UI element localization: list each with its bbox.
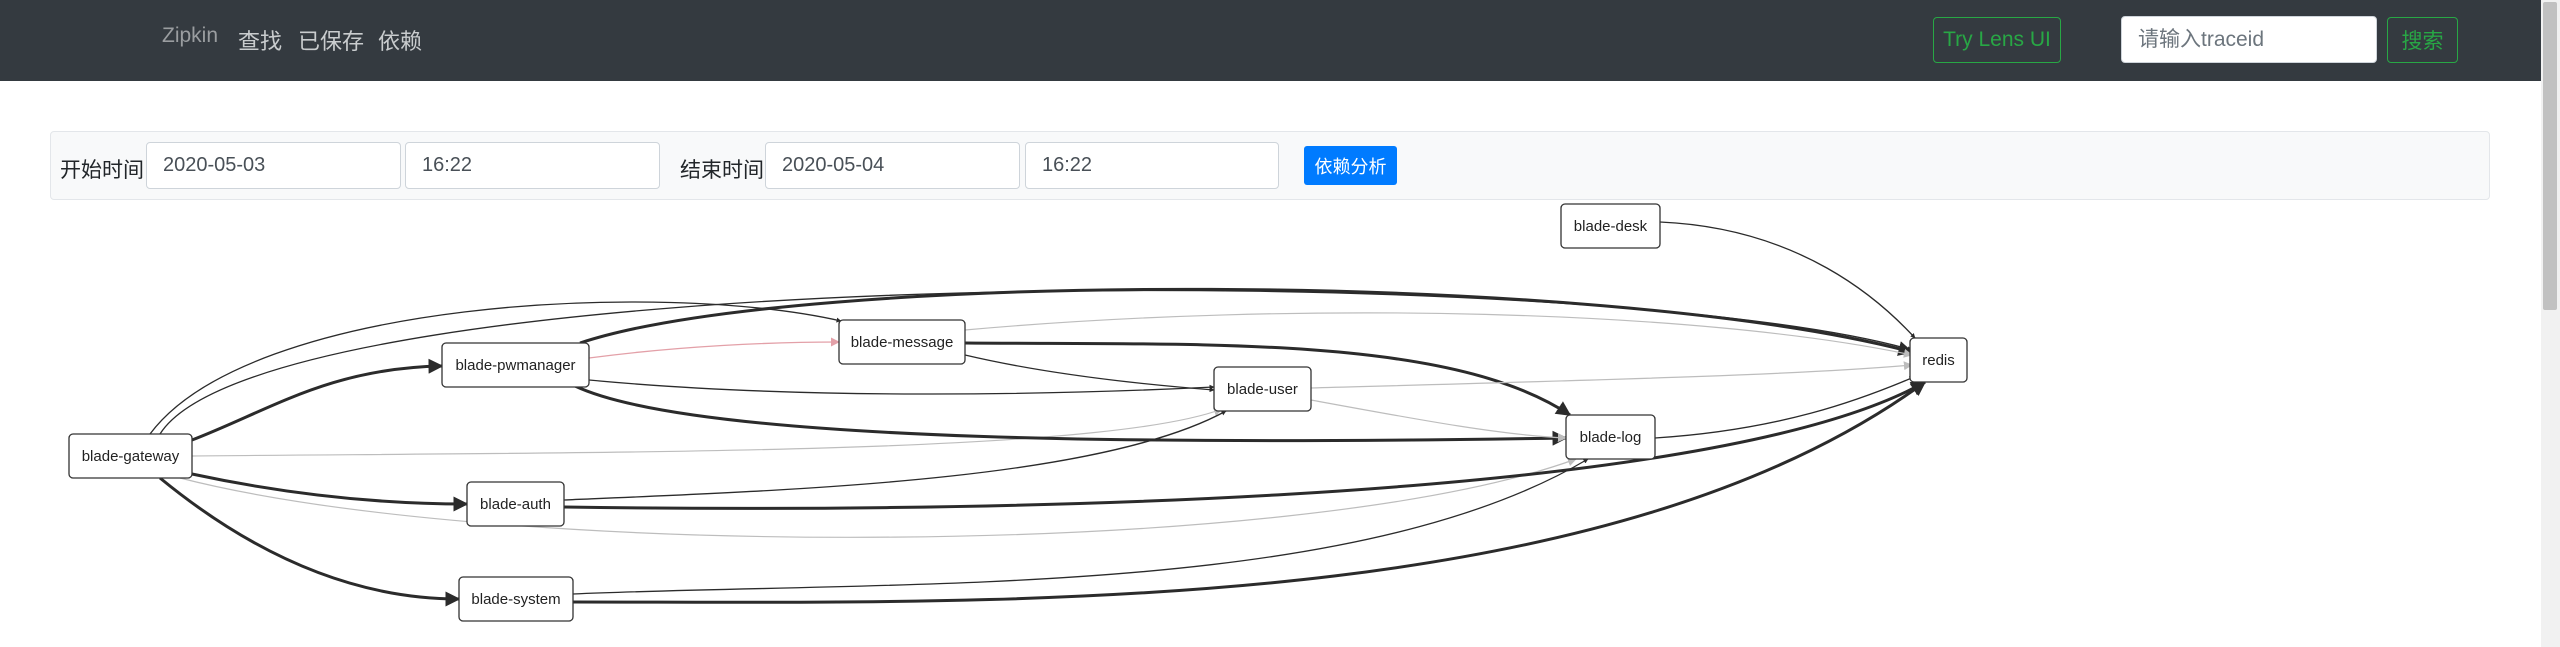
scrollbar-thumb[interactable] — [2543, 2, 2557, 310]
node-label: redis — [1922, 352, 1955, 369]
edge-blade-gateway-to-blade-log[interactable] — [179, 457, 1577, 538]
end-date-input[interactable] — [765, 142, 1020, 189]
edge-blade-pwmanager-to-blade-log[interactable] — [574, 384, 1568, 446]
edge-blade-pwmanager-to-redis[interactable] — [579, 287, 1914, 356]
service-nodes: blade-desk blade-message blade-pwmanager re… — [68, 203, 1968, 622]
node-blade-pwmanager[interactable]: blade-pwmanager — [441, 342, 590, 388]
edge-blade-desk-to-redis[interactable] — [1659, 221, 1916, 339]
edge-blade-gateway-to-blade-system[interactable] — [159, 476, 461, 607]
node-label: blade-system — [471, 591, 560, 608]
edge-blade-user-to-redis[interactable] — [1310, 361, 1913, 389]
node-blade-message[interactable]: blade-message — [838, 319, 966, 365]
dependency-analysis-button[interactable]: 依赖分析 — [1304, 146, 1397, 185]
start-date-input[interactable] — [146, 142, 401, 189]
navbar: Zipkin 查找 已保存 依赖 Try Lens UI 搜索 — [0, 0, 2560, 81]
node-label: blade-desk — [1574, 218, 1648, 235]
node-redis[interactable]: redis — [1909, 337, 1968, 383]
edge-blade-log-to-redis[interactable] — [1654, 376, 1915, 439]
node-blade-gateway[interactable]: blade-gateway — [68, 433, 193, 479]
traceid-search-input[interactable] — [2121, 16, 2377, 63]
node-blade-auth[interactable]: blade-auth — [466, 481, 565, 527]
edge-blade-auth-to-blade-user[interactable] — [563, 410, 1227, 501]
try-lens-ui-button[interactable]: Try Lens UI — [1933, 17, 2061, 63]
edge-blade-message-to-blade-log[interactable] — [964, 341, 1572, 417]
node-blade-user[interactable]: blade-user — [1213, 366, 1312, 412]
end-time-input[interactable] — [1025, 142, 1279, 189]
nav-link-dependencies[interactable]: 依赖 — [378, 29, 423, 54]
edge-blade-message-to-redis[interactable] — [964, 312, 1913, 358]
search-button[interactable]: 搜索 — [2387, 17, 2458, 63]
edge-blade-user-to-blade-log[interactable] — [1310, 399, 1567, 443]
node-label: blade-auth — [480, 496, 551, 513]
node-label: blade-log — [1580, 429, 1642, 446]
node-blade-desk[interactable]: blade-desk — [1560, 203, 1661, 249]
edge-blade-message-to-blade-user[interactable] — [964, 354, 1215, 393]
brand-logo[interactable]: Zipkin — [162, 24, 219, 47]
edge-blade-pwmanager-to-blade-user[interactable] — [588, 379, 1215, 395]
edge-blade-auth-to-redis[interactable] — [563, 380, 1927, 510]
node-label: blade-gateway — [82, 448, 180, 465]
end-time-label: 结束时间 — [680, 159, 764, 182]
edge-blade-system-to-blade-log[interactable] — [572, 458, 1589, 595]
node-label: blade-message — [851, 334, 954, 351]
edge-blade-pwmanager-to-blade-message[interactable] — [588, 337, 840, 359]
start-time-label: 开始时间 — [60, 159, 144, 182]
start-time-input[interactable] — [405, 142, 660, 189]
edge-blade-gateway-to-blade-message[interactable] — [149, 301, 842, 435]
node-blade-system[interactable]: blade-system — [458, 576, 574, 622]
node-blade-log[interactable]: blade-log — [1565, 414, 1656, 460]
node-label: blade-user — [1227, 381, 1298, 398]
edge-blade-gateway-to-redis[interactable] — [159, 289, 1913, 435]
edge-blade-system-to-redis[interactable] — [572, 380, 1927, 604]
nav-link-find[interactable]: 查找 — [238, 29, 283, 54]
edge-blade-gateway-to-blade-auth[interactable] — [191, 472, 469, 512]
edge-blade-gateway-to-blade-user[interactable] — [191, 407, 1223, 457]
nav-link-saved[interactable]: 已保存 — [298, 29, 365, 54]
dependency-edges — [149, 221, 1927, 607]
edge-blade-gateway-to-blade-pwmanager[interactable] — [191, 358, 444, 442]
node-label: blade-pwmanager — [455, 357, 575, 374]
